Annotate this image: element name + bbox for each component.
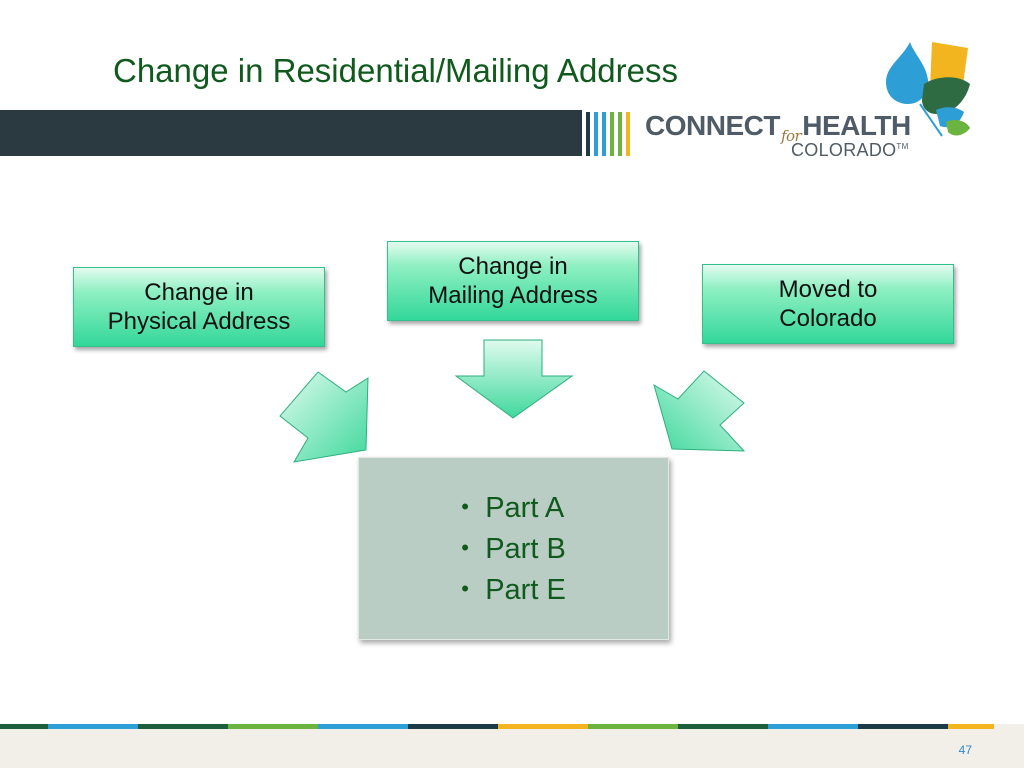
connect-for-health-logo: CONNECTforHEALTH COLORADOTM bbox=[645, 110, 965, 166]
logo-colorado: COLORADO bbox=[791, 140, 897, 160]
change-mailing-address-label: Change in Mailing Address bbox=[428, 253, 598, 309]
slide-title: Change in Residential/Mailing Address bbox=[113, 52, 678, 89]
arrow-left-icon bbox=[279, 371, 369, 463]
bullet-icon: • bbox=[461, 535, 469, 560]
arrow-right-icon bbox=[653, 370, 746, 452]
logo-health: HEALTH bbox=[802, 110, 911, 141]
logo-connect: CONNECT bbox=[645, 110, 780, 141]
parts-list: •Part A •Part B •Part E bbox=[461, 487, 566, 610]
change-mailing-address-box: Change in Mailing Address bbox=[387, 241, 639, 321]
footer bbox=[0, 724, 1024, 768]
arrow-down-icon bbox=[454, 339, 574, 419]
logo-trademark: TM bbox=[896, 142, 909, 151]
moved-to-colorado-box: Moved to Colorado bbox=[702, 264, 954, 344]
bullet-icon: • bbox=[461, 494, 469, 519]
moved-to-colorado-label: Moved to Colorado bbox=[778, 276, 878, 332]
logo-stripes bbox=[586, 112, 632, 156]
parts-result-box: •Part A •Part B •Part E bbox=[358, 457, 669, 640]
bullet-icon: • bbox=[461, 576, 469, 601]
change-physical-address-box: Change in Physical Address bbox=[73, 267, 325, 347]
list-item: •Part E bbox=[461, 569, 566, 610]
logo-for: for bbox=[780, 127, 802, 145]
page-number: 47 bbox=[958, 743, 972, 757]
list-item: •Part B bbox=[461, 528, 566, 569]
footer-stripe bbox=[0, 724, 1024, 729]
list-item: •Part A bbox=[461, 487, 566, 528]
leaf-logo-icon bbox=[886, 42, 970, 137]
change-physical-address-label: Change in Physical Address bbox=[107, 279, 291, 335]
header-bar bbox=[0, 110, 582, 156]
